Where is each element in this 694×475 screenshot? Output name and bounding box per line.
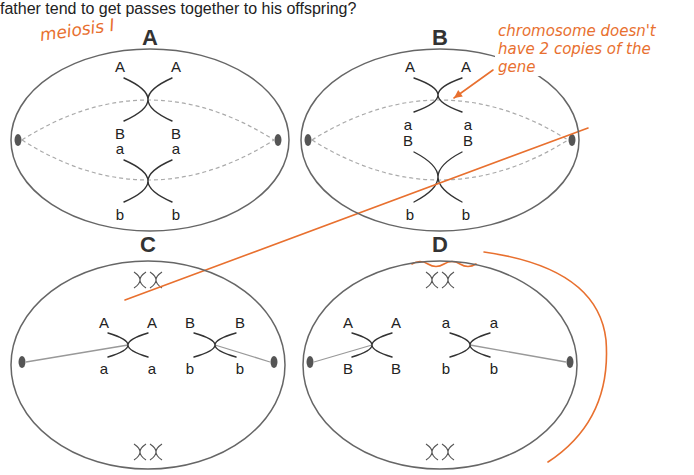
- allele-label: b: [406, 207, 414, 222]
- handwritten-comment: chromosome doesn't have 2 copies of the …: [495, 22, 673, 76]
- allele-label: b: [442, 361, 450, 376]
- allele-label: B: [171, 126, 181, 141]
- chromosome-pair: [134, 272, 162, 288]
- chromosome: [124, 160, 172, 202]
- allele-label: a: [464, 117, 472, 132]
- spindle-fibers: [22, 100, 568, 180]
- allele-label: B: [403, 133, 413, 148]
- centrosome: [305, 134, 312, 146]
- allele-label: A: [115, 59, 125, 74]
- chromosome: [352, 333, 392, 357]
- centrosome: [19, 356, 26, 368]
- centrosome: [567, 356, 574, 368]
- handwritten-note: meiosis I: [39, 16, 116, 44]
- annotation-arrowhead: [454, 90, 463, 98]
- chromosome-pair: [426, 272, 454, 288]
- chromosome-pair: [426, 444, 454, 460]
- allele-label: A: [147, 315, 157, 330]
- spindle-fiber: [215, 345, 270, 362]
- centrosome: [15, 134, 22, 146]
- allele-label: A: [461, 59, 471, 74]
- annotation-stroke: [125, 128, 588, 300]
- allele-label: B: [343, 361, 353, 376]
- allele-label: a: [148, 361, 156, 376]
- chromosomes: [108, 78, 490, 357]
- cell-membrane: [303, 261, 577, 469]
- chromosome: [450, 333, 490, 357]
- allele-label: b: [236, 361, 244, 376]
- centrosome: [271, 356, 278, 368]
- allele-label: B: [115, 126, 125, 141]
- chromosome: [194, 333, 236, 357]
- cell-membrane: [11, 261, 285, 469]
- allele-label: a: [490, 315, 498, 330]
- chromosome: [414, 78, 462, 112]
- allele-label: b: [186, 361, 194, 376]
- allele-label: A: [405, 59, 415, 74]
- allele-label: b: [462, 207, 470, 222]
- allele-label: A: [99, 315, 109, 330]
- annotation-stroke: [484, 252, 607, 462]
- allele-label: B: [391, 361, 401, 376]
- allele-label: B: [235, 315, 245, 330]
- chromosome-pair: [134, 444, 162, 460]
- spindle-fibers: [26, 345, 566, 362]
- allele-label: a: [100, 361, 108, 376]
- allele-label: a: [172, 141, 180, 156]
- handwritten-marks: [125, 70, 607, 462]
- small-chromosomes: [134, 272, 454, 460]
- cell-outline: [10, 48, 290, 232]
- centrosome: [307, 356, 314, 368]
- cell-label: C: [140, 234, 156, 256]
- allele-label: B: [463, 133, 473, 148]
- cell: DAAaaBBbb: [302, 260, 578, 470]
- allele-label: A: [343, 315, 353, 330]
- chromosome: [108, 333, 148, 357]
- question-title: father tend to get passes together to hi…: [0, 0, 356, 18]
- centrosome: [569, 134, 576, 146]
- cell: CAABBaabb: [10, 260, 286, 470]
- allele-label: B: [185, 315, 195, 330]
- cell: AAABBaabb: [10, 48, 290, 232]
- allele-label: A: [171, 59, 181, 74]
- spindle-fiber: [470, 345, 566, 362]
- cell-label: A: [142, 27, 158, 49]
- cell-label: D: [432, 234, 448, 256]
- cell-membrane: [301, 49, 579, 231]
- spindle-fiber: [26, 345, 128, 362]
- cell-label: B: [432, 27, 448, 49]
- spindle-fiber: [312, 100, 568, 140]
- allele-label: b: [172, 207, 180, 222]
- cell-membrane: [11, 49, 289, 231]
- allele-label: a: [404, 117, 412, 132]
- chromosome: [124, 78, 172, 121]
- allele-label: a: [442, 315, 450, 330]
- allele-label: A: [391, 315, 401, 330]
- spindle-fiber: [22, 140, 274, 180]
- spindle-fiber: [312, 140, 568, 180]
- allele-label: b: [116, 207, 124, 222]
- allele-label: b: [490, 361, 498, 376]
- spindle-poles: [15, 134, 576, 368]
- spindle-fiber: [22, 100, 274, 140]
- centrosome: [275, 134, 282, 146]
- annotation-arrow: [454, 70, 493, 98]
- allele-label: a: [116, 141, 124, 156]
